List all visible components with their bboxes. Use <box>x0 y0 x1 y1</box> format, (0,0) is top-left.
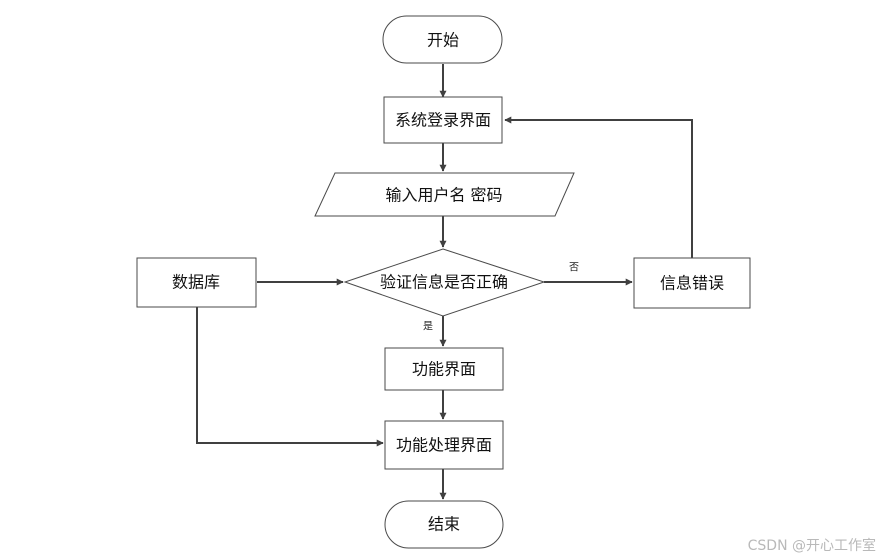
edge-error-to-login <box>504 116 693 258</box>
node-function: 功能界面 <box>384 347 504 391</box>
verify-diamond <box>343 248 546 317</box>
error-label: 信息错误 <box>660 274 724 293</box>
login-label: 系统登录界面 <box>395 111 491 130</box>
input-label: 输入用户名 密码 <box>385 186 502 205</box>
node-start: 开始 <box>382 15 503 64</box>
database-label: 数据库 <box>172 273 220 292</box>
login-box <box>383 96 503 144</box>
node-end: 结束 <box>384 500 504 549</box>
node-process: 功能处理界面 <box>384 420 504 470</box>
node-input: 输入用户名 密码 <box>314 172 575 217</box>
end-label: 结束 <box>428 515 460 534</box>
process-box <box>384 420 504 470</box>
error-box <box>633 257 751 309</box>
node-login: 系统登录界面 <box>383 96 503 144</box>
verify-label: 验证信息是否正确 <box>380 273 508 292</box>
function-box <box>384 347 504 391</box>
end-terminator <box>384 500 504 549</box>
yes-label: 是 <box>423 321 433 333</box>
watermark-text: CSDN @开心工作室 <box>748 537 876 554</box>
function-label: 功能界面 <box>412 360 476 379</box>
edges <box>196 64 693 500</box>
process-label: 功能处理界面 <box>396 436 492 455</box>
edge-database-to-process <box>196 307 384 447</box>
node-verify: 验证信息是否正确 <box>343 248 546 317</box>
node-error: 信息错误 <box>633 257 751 309</box>
start-terminator <box>382 15 503 64</box>
start-label: 开始 <box>427 31 459 50</box>
database-box <box>136 257 257 308</box>
node-database: 数据库 <box>136 257 257 308</box>
no-label: 否 <box>569 262 579 274</box>
input-parallelogram <box>314 172 575 217</box>
